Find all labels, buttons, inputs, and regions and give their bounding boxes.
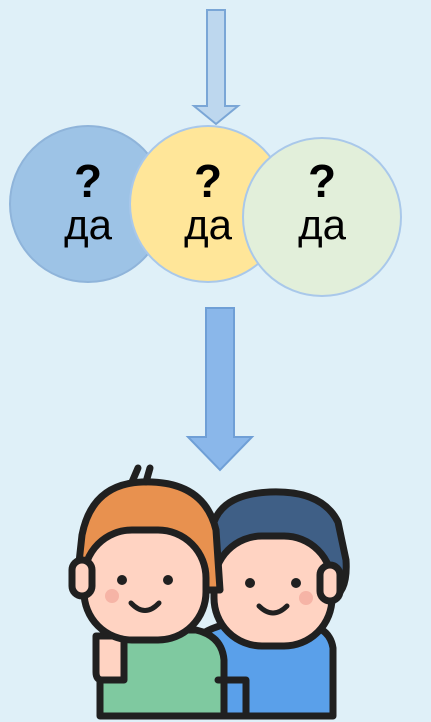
left-cheek-blush	[105, 589, 119, 603]
shirt-detail	[214, 676, 250, 720]
right-cheek-blush	[299, 591, 313, 605]
right-smile	[256, 603, 290, 616]
circle-middle-answer: да	[184, 201, 232, 248]
circle-right	[242, 137, 402, 297]
circle-right-answer: да	[298, 201, 346, 248]
circle-middle-label: ? да	[148, 158, 268, 246]
bottom-arrow	[185, 307, 255, 472]
left-hair-tuft	[128, 464, 154, 486]
left-eye-left	[117, 575, 127, 585]
right-ear	[316, 561, 344, 605]
two-friends-hugging-icon	[68, 464, 350, 720]
faces	[117, 575, 301, 588]
right-eye-right	[291, 578, 301, 588]
circle-right-question: ?	[307, 155, 337, 207]
circle-left-label: ? да	[28, 158, 148, 246]
right-eye-left	[245, 578, 255, 588]
circle-right-label: ? да	[262, 158, 382, 246]
right-face	[210, 532, 336, 650]
top-arrow	[191, 9, 241, 126]
circle-left-answer: да	[64, 201, 112, 248]
left-ear	[68, 556, 96, 600]
left-face	[80, 526, 210, 644]
circle-left-question: ?	[73, 155, 103, 207]
left-smile	[128, 600, 162, 613]
left-eye-right	[163, 575, 173, 585]
hugging-arm	[92, 632, 128, 684]
circle-middle-question: ?	[193, 155, 223, 207]
